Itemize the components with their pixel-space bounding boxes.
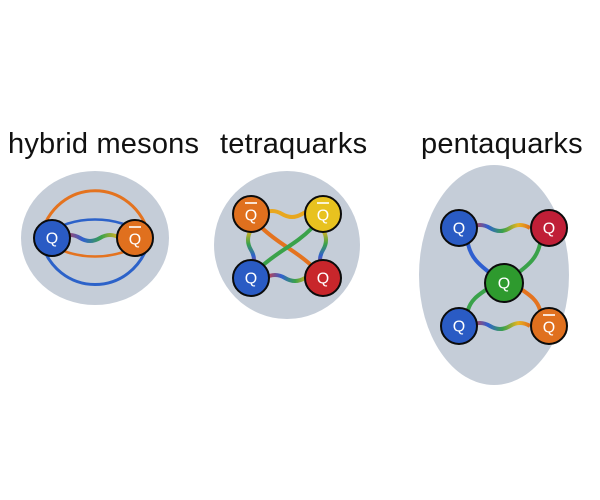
quark-particle: Q bbox=[440, 307, 478, 345]
antiquark-label: Q bbox=[245, 208, 257, 225]
quark-particle: Q bbox=[440, 209, 478, 247]
gluon-loop-orange-outer bbox=[38, 189, 152, 239]
quark-label: Q bbox=[317, 271, 329, 288]
antiquark-particle: Q bbox=[232, 195, 270, 233]
pentaquarks-title: pentaquarks bbox=[421, 128, 583, 160]
quark-particle: Q bbox=[232, 259, 270, 297]
antiquark-label: Q bbox=[543, 320, 555, 337]
tetraquarks-title: tetraquarks bbox=[220, 128, 368, 160]
quark-particle: Q bbox=[484, 263, 524, 303]
gluon-loop-blue-outer bbox=[38, 237, 152, 286]
pentaquark-group: Q Q Q Q Q bbox=[419, 165, 569, 385]
flux-tube-bottom bbox=[468, 321, 532, 331]
quark-particle: Q bbox=[33, 219, 71, 257]
flux-tube-diagonal-b bbox=[260, 226, 314, 268]
flux-tube-top bbox=[468, 223, 532, 233]
quark-particle: Q bbox=[530, 209, 568, 247]
quark-label: Q bbox=[498, 276, 510, 293]
antiquark-particle: Q bbox=[116, 219, 154, 257]
quark-particle: Q bbox=[304, 259, 342, 297]
antiquark-label: Q bbox=[129, 232, 141, 249]
hybrid-mesons-title: hybrid mesons bbox=[8, 128, 200, 160]
quark-label: Q bbox=[245, 271, 257, 288]
tetraquark-group: Q Q Q Q bbox=[214, 171, 360, 319]
quark-label: Q bbox=[453, 319, 465, 336]
hybrid-meson-group: Q Q bbox=[21, 171, 169, 305]
antiquark-label: Q bbox=[317, 208, 329, 225]
antiquark-particle: Q bbox=[304, 195, 342, 233]
quark-label: Q bbox=[46, 231, 58, 248]
antiquark-particle: Q bbox=[530, 307, 568, 345]
quark-label: Q bbox=[453, 221, 465, 238]
quark-label: Q bbox=[543, 221, 555, 238]
